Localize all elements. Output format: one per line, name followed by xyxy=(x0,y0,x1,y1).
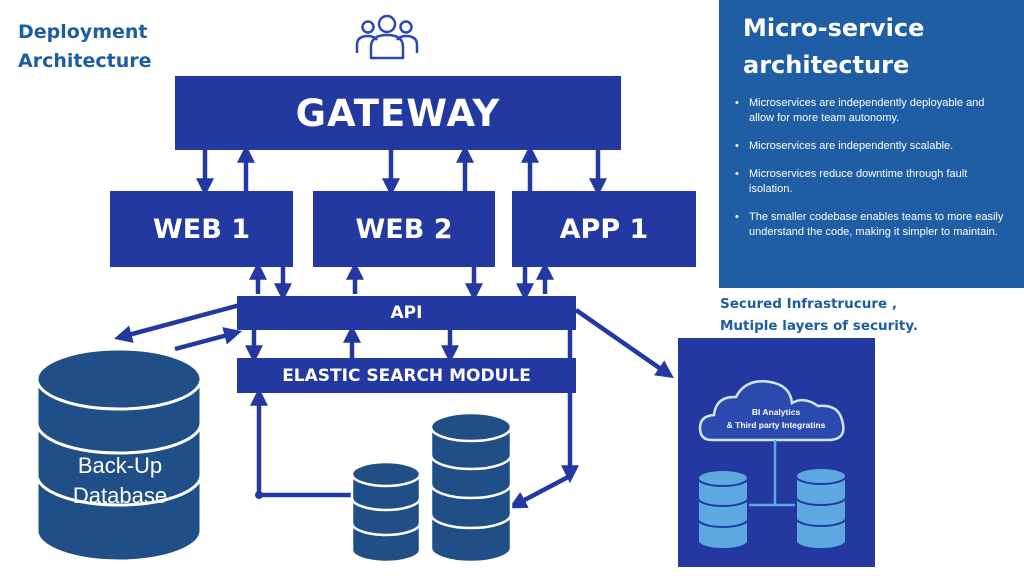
app1-box: APP 1 xyxy=(512,191,696,267)
cloud-label-line1: BI Analytics xyxy=(751,407,801,417)
panel-title: Micro-service architecture xyxy=(743,10,1013,84)
elastic-search-box: ELASTIC SEARCH MODULE xyxy=(237,358,576,393)
benefit-item: Microservices are independently scalable… xyxy=(735,139,1011,154)
page-title-line1: Deployment xyxy=(18,21,148,43)
web2-box: WEB 2 xyxy=(313,191,495,267)
secured-infrastructure-box xyxy=(678,338,875,567)
panel-title-line1: Micro-service xyxy=(743,14,925,42)
backup-database-label: Back-Up Database xyxy=(30,451,210,511)
panel-title-line2: architecture xyxy=(743,51,910,79)
security-caption: Secured Infrastrucure , Mutiple layers o… xyxy=(720,293,918,337)
benefit-list: Microservices are independently deployab… xyxy=(735,96,1011,253)
api-box: API xyxy=(237,296,576,330)
microservice-panel: Micro-service architecture Microservices… xyxy=(719,0,1024,288)
page-title-line2: Architecture xyxy=(18,50,152,72)
benefit-item: Microservices reduce downtime through fa… xyxy=(735,167,1011,197)
web1-box: WEB 1 xyxy=(110,191,293,267)
security-caption-line1: Secured Infrastrucure , xyxy=(720,296,897,312)
security-caption-line2: Mutiple layers of security. xyxy=(720,318,919,334)
page-title: Deployment Architecture xyxy=(18,18,151,76)
backup-label-line2: Database xyxy=(72,483,168,508)
cloud-label-line2: & Third party Integratins xyxy=(726,420,826,430)
cloud-label: BI Analytics & Third party Integratins xyxy=(696,406,856,432)
benefit-item: The smaller codebase enables teams to mo… xyxy=(735,210,1011,240)
benefit-item: Microservices are independently deployab… xyxy=(735,96,1011,126)
gateway-box: GATEWAY xyxy=(175,76,621,150)
backup-label-line1: Back-Up xyxy=(77,453,163,478)
